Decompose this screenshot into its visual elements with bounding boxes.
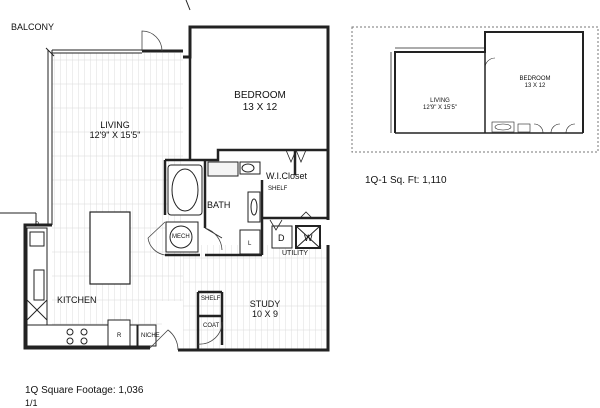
bedroom-dimensions: 13 X 12 [242, 102, 278, 113]
study-name: STUDY [249, 299, 281, 309]
bedroom-name: BEDROOM [234, 90, 286, 101]
kitchen-island [89, 211, 131, 285]
living-room-dimensions: 12'9" X 15'5" [89, 130, 141, 140]
alt-plan-drawing [351, 26, 599, 153]
living-room-name: LIVING [100, 120, 130, 130]
mech-closet-shape [165, 221, 199, 253]
door-swings [141, 30, 223, 351]
pantry-label: P [35, 222, 40, 228]
balcony-outline [0, 0, 191, 225]
study-dimensions: 10 X 9 [251, 309, 279, 319]
study-shelf-label: SHELF [201, 296, 221, 302]
linen-closet-label: L [248, 241, 252, 247]
living-room-label: LIVING 12'9" X 15'5" [80, 120, 150, 140]
dryer-label: D [278, 233, 285, 243]
alt-plan-caption: 1Q-1 Sq. Ft: 1,110 [365, 175, 447, 186]
alt-living-dimensions: 12'9" X 15'5" [423, 105, 457, 111]
study-label: STUDY 10 X 9 [240, 299, 290, 319]
alt-living-label: LIVING 12'9" X 15'5" [410, 98, 470, 112]
plan-caption: 1Q Square Footage: 1,036 [25, 385, 144, 396]
exterior-walls [23, 25, 330, 352]
linen-closet-shape [239, 229, 261, 255]
alt-bedroom-dimensions: 13 X 12 [524, 83, 546, 89]
kitchen-counters [26, 227, 157, 347]
interior-walls [163, 57, 328, 350]
niche-label: NICHE [141, 333, 160, 339]
walk-in-closet-label: W.I.Closet [266, 171, 308, 181]
alt-living-name: LIVING [430, 98, 450, 104]
kitchen-label: KITCHEN [57, 295, 97, 305]
utility-label: UTILITY [282, 250, 309, 257]
washer-label: W [304, 233, 313, 243]
alt-bedroom-name: BEDROOM [519, 76, 551, 82]
refrigerator-label: R [117, 333, 122, 339]
bath-fixtures [167, 161, 261, 223]
bedroom-label: BEDROOM 13 X 12 [225, 90, 295, 114]
mech-label: MECH [172, 234, 190, 240]
laundry-appliances [271, 225, 321, 249]
living-windows [45, 47, 142, 225]
closet-shelf-label: SHELF [268, 186, 288, 192]
coat-closet-label: COAT [203, 323, 220, 329]
bath-label: BATH [207, 200, 231, 210]
page-number: 1/1 [25, 398, 38, 408]
balcony-label: BALCONY [11, 22, 55, 32]
alt-bedroom-label: BEDROOM 13 X 12 [510, 76, 560, 90]
